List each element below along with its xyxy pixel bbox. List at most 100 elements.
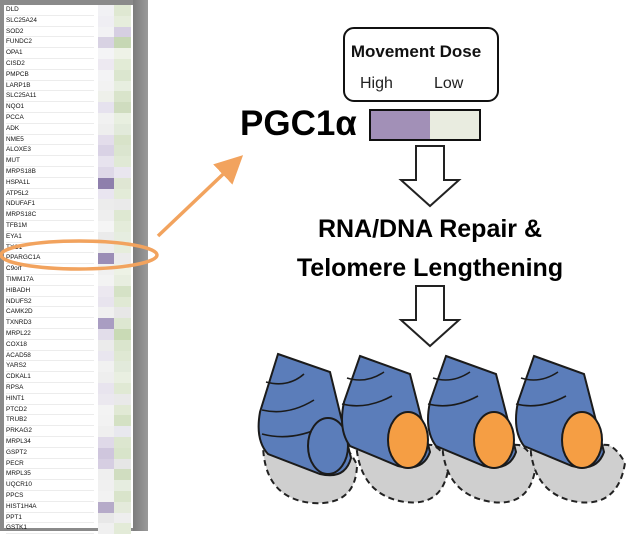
heatmap-cell-low <box>114 523 131 534</box>
gene-row: NQO1 <box>4 102 133 113</box>
heatmap-cell-low <box>114 91 131 103</box>
gene-row: SLC25A11 <box>4 91 133 103</box>
gene-row: PCCA <box>4 113 133 124</box>
heatmap-cell-high <box>98 242 114 254</box>
heatmap-cell-high <box>98 404 114 416</box>
effect-line-2: Telomere Lengthening <box>296 254 564 282</box>
heatmap-cell-high <box>98 15 114 27</box>
heatmap-cell-low <box>114 339 131 351</box>
heatmap-cell-low <box>114 210 131 221</box>
gene-label: CAMK2D <box>6 307 94 319</box>
gene-label: SLC25A11 <box>6 91 94 103</box>
heatmap-cell-high <box>98 37 114 49</box>
heatmap-cell-low <box>114 231 131 243</box>
gene-label: SLC25A24 <box>6 16 94 27</box>
heatmap-cell-high <box>98 188 114 200</box>
heatmap-cell-low <box>114 80 131 92</box>
heatmap-cell-low <box>114 242 131 254</box>
gene-label: TIMM17A <box>6 275 94 286</box>
heatmap-cell-high <box>98 523 114 534</box>
gene-label: PPCS <box>6 491 94 502</box>
gene-row: PTCD2 <box>4 404 133 416</box>
heatmap-cell-high <box>98 501 114 513</box>
legend-title: Movement Dose <box>350 42 482 61</box>
gene-label: CISD2 <box>6 59 94 70</box>
expression-bar <box>369 109 481 141</box>
gene-row: ATP5L2 <box>4 188 133 200</box>
gene-label: MUT <box>6 156 94 167</box>
gene-label: PPT1 <box>6 513 94 524</box>
gene-label: TFB1M <box>6 221 94 232</box>
gene-label: SOD2 <box>6 27 94 38</box>
heatmap-cell-high <box>98 80 114 92</box>
gene-label: HSPA1L <box>6 178 94 189</box>
gene-row: LARP1B <box>4 80 133 92</box>
heatmap-cell-low <box>114 372 131 383</box>
gene-label: LARP1B <box>6 81 94 92</box>
heatmap-cell-low <box>114 307 131 319</box>
gene-label: MRPS18B <box>6 167 94 178</box>
heatmap-cell-high <box>98 275 114 286</box>
gene-row: TFB1M <box>4 221 133 232</box>
legend-box <box>343 27 499 102</box>
gene-row: YARS2 <box>4 361 133 373</box>
gene-title: PGC1α <box>240 104 357 143</box>
gene-row: PECR <box>4 458 133 470</box>
gene-row: GSPT2 <box>4 447 133 459</box>
gene-label: COX18 <box>6 340 94 351</box>
heatmap-cell-high <box>98 318 114 329</box>
heatmap-cell-high <box>98 415 114 427</box>
gene-row: NME5 <box>4 134 133 146</box>
heatmap-cell-high <box>98 447 114 459</box>
gene-row: UQCR10 <box>4 480 133 491</box>
heatmap-cell-high <box>98 231 114 243</box>
gene-label: NQO1 <box>6 102 94 113</box>
heatmap-cell-high <box>98 491 114 502</box>
heatmap-cell-low <box>114 437 131 448</box>
gene-row: PRKAG2 <box>4 426 133 437</box>
heatmap-scroll-edge <box>133 0 148 531</box>
heatmap-cell-low <box>114 167 131 178</box>
heatmap-cell-high <box>98 156 114 167</box>
heatmap-cell-high <box>98 437 114 448</box>
heatmap-cell-high <box>98 296 114 308</box>
gene-label: TXNRD3 <box>6 318 94 329</box>
heatmap-cell-low <box>114 469 131 481</box>
gene-label: ACAD58 <box>6 351 94 362</box>
heatmap-cell-high <box>98 167 114 178</box>
gene-label: RPSA <box>6 383 94 394</box>
heatmap-cell-high <box>98 5 114 16</box>
gene-row: HIBADH <box>4 285 133 297</box>
gene-label: PPARGC1A <box>6 253 94 265</box>
heatmap-cell-high <box>98 59 114 70</box>
heatmap-cell-low <box>114 512 131 524</box>
heatmap-cell-low <box>114 350 131 362</box>
gene-row: HINT1 <box>4 393 133 405</box>
gene-label: DLD <box>6 5 94 16</box>
heatmap-cell-high <box>98 253 114 265</box>
heatmap-cell-high <box>98 393 114 405</box>
gene-row: ALOXE3 <box>4 145 133 157</box>
gene-label: OPA1 <box>6 48 94 59</box>
gene-label: NDUFS2 <box>6 297 94 308</box>
gene-row: TIMM17A <box>4 275 133 286</box>
heatmap-cell-high <box>98 350 114 362</box>
heatmap-cell-low <box>114 264 131 275</box>
gene-row: CISD2 <box>4 59 133 70</box>
gene-row: PPCS <box>4 491 133 502</box>
heatmap-cell-high <box>98 48 114 59</box>
heatmap-cell-high <box>98 91 114 103</box>
gene-label: HIST1H4A <box>6 502 94 513</box>
gene-row: MRPL22 <box>4 329 133 340</box>
gene-label: ALOXE3 <box>6 145 94 157</box>
heatmap-cell-low <box>114 318 131 329</box>
heatmap-cell-high <box>98 221 114 232</box>
expression-high-segment <box>370 110 430 140</box>
gene-row: PMPCB <box>4 69 133 81</box>
gene-row: TXNRD3 <box>4 318 133 329</box>
heatmap-cell-high <box>98 145 114 157</box>
heatmap-cell-high <box>98 383 114 394</box>
gene-row: FUNDC2 <box>4 37 133 49</box>
gene-row: SLC25A24 <box>4 15 133 27</box>
gene-label: ATP5L2 <box>6 189 94 200</box>
